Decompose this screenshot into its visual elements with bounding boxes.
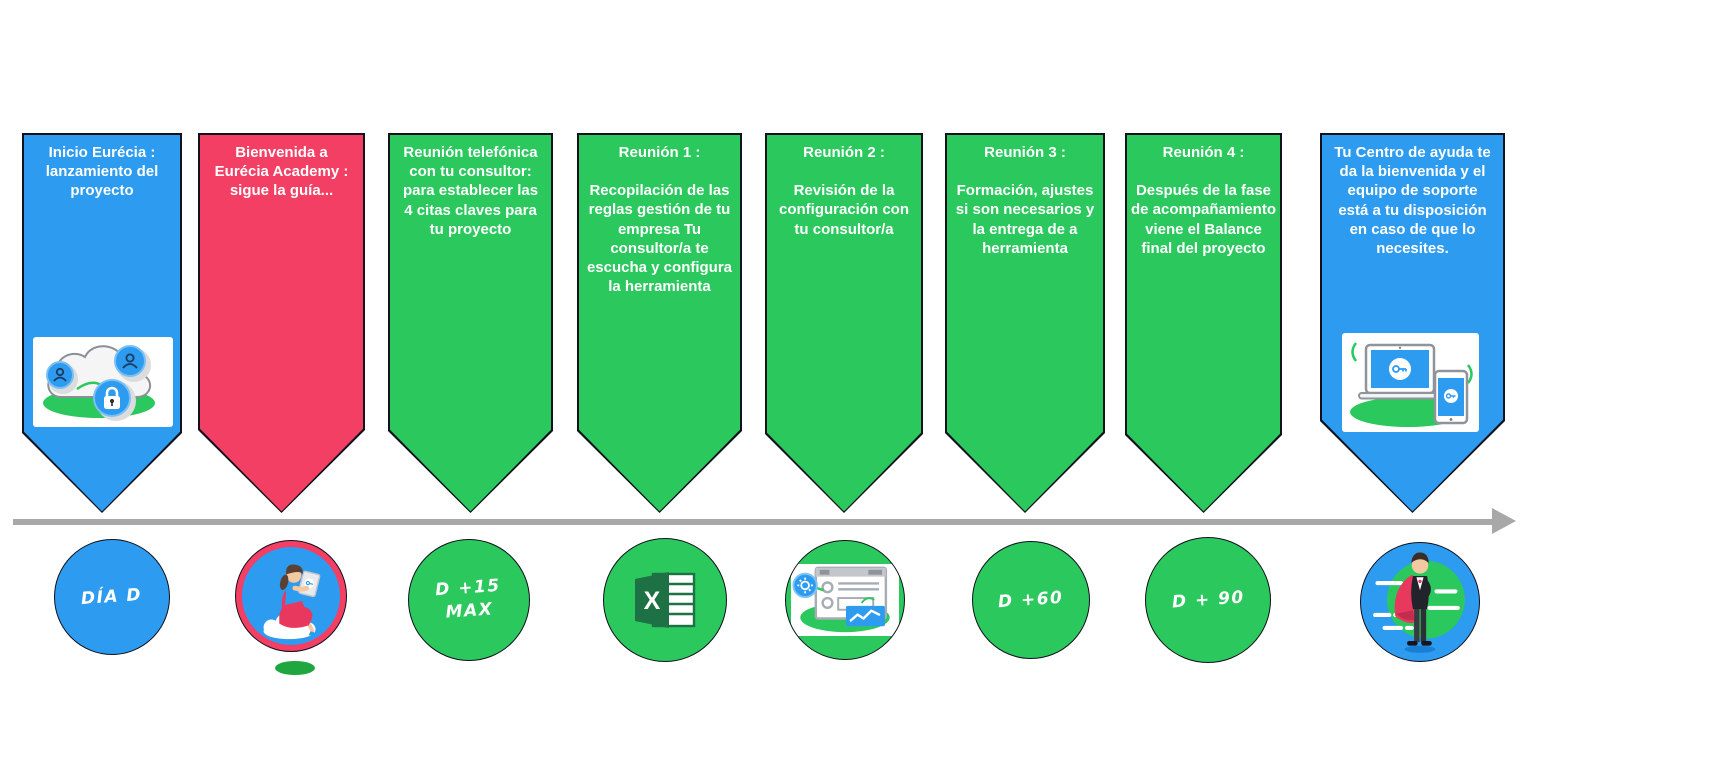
- banner-academy: Bienvenida a Eurécia Academy : sigue la …: [198, 133, 365, 513]
- milestone-d60: D +60: [972, 541, 1090, 659]
- milestone-label: D +60: [997, 587, 1065, 612]
- support-hero-icon: [1373, 552, 1465, 653]
- banner-title: Reunión 4 :: [1162, 144, 1245, 161]
- timeline-arrowhead-icon: [1492, 508, 1516, 534]
- browser-settings-icon: [791, 564, 899, 636]
- banner-title: Reunión 2 :: [803, 144, 885, 161]
- milestone-soporte: [1360, 542, 1480, 662]
- banner-shape: [1127, 135, 1281, 512]
- banner-body: Revisión de la configuración con tu cons…: [778, 182, 909, 238]
- banner-llamada: Reunión telefónica con tu consultor: par…: [388, 133, 553, 513]
- milestone-label: D +15 MAX: [434, 575, 502, 623]
- banner-body: Formación, ajustes si son necesarios y l…: [955, 182, 1095, 257]
- banner-shape: [579, 135, 741, 512]
- banner-reunion-2: Reunión 2 : Revisión de la configuración…: [765, 133, 923, 513]
- milestone-label: D + 90: [1170, 587, 1245, 613]
- banner-reunion-3: Reunión 3 : Formación, ajustes si son ne…: [945, 133, 1105, 513]
- banner-reunion-4: Reunión 4 : Después de la fase de acompa…: [1125, 133, 1282, 513]
- banner-title: Inicio Eurécia : lanzamiento del proyect…: [45, 144, 159, 200]
- banner-title: Tu Centro de ayuda te da la bienvenida y…: [1334, 144, 1491, 257]
- banner-reunion-1: Reunión 1 : Recopilación de las reglas g…: [577, 133, 742, 513]
- milestone-d90: D + 90: [1145, 537, 1271, 663]
- banner-soporte: Tu Centro de ayuda te da la bienvenida y…: [1320, 133, 1505, 513]
- timeline-line: [13, 519, 1492, 525]
- banner-title: Bienvenida a Eurécia Academy : sigue la …: [214, 144, 349, 200]
- cloud-shadow-ellipse: [275, 661, 315, 675]
- devices-icon: [1342, 333, 1479, 432]
- banner-shape: [24, 135, 181, 512]
- person-reading-on-cloud-icon: [242, 547, 340, 645]
- banner-title: Reunión 3 :: [984, 144, 1066, 161]
- banner-shape: [1322, 135, 1504, 512]
- banner-title: Reunión telefónica con tu consultor: par…: [402, 144, 539, 238]
- milestone-label: DÍA D: [80, 584, 144, 609]
- banner-body: Después de la fase de acompañamiento vie…: [1130, 182, 1277, 257]
- banner-shape: [767, 135, 922, 512]
- banner-body: Recopilación de las reglas gestión de tu…: [586, 182, 733, 296]
- banner-shape: [947, 135, 1104, 512]
- milestone-dia-d: DÍA D: [54, 539, 170, 655]
- cloud-team-lock-icon: [33, 337, 173, 427]
- milestone-d15: D +15 MAX: [408, 539, 530, 661]
- milestone-academy: [235, 540, 347, 652]
- milestone-config: [785, 540, 905, 660]
- banner-shape: [200, 135, 364, 512]
- banner-shape: [390, 135, 552, 512]
- banner-inicio: Inicio Eurécia : lanzamiento del proyect…: [22, 133, 182, 513]
- milestone-excel: X: [603, 538, 727, 662]
- svg-text:X: X: [644, 587, 661, 615]
- banner-title: Reunión 1 :: [618, 144, 701, 161]
- excel-logo-icon: X: [635, 572, 696, 628]
